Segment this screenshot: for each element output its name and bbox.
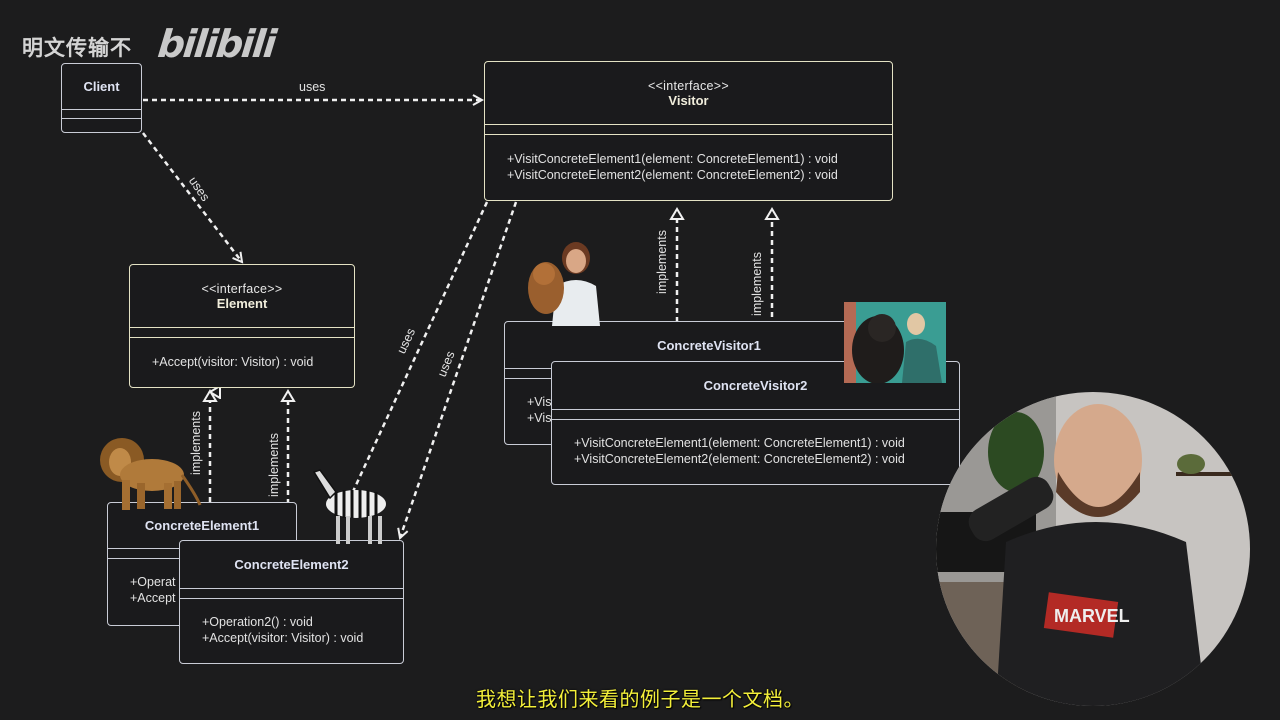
uses-arrow-client-element — [142, 132, 242, 262]
operation: +Accept(visitor: Visitor) : void — [152, 354, 314, 369]
label-ce2-implements: implements — [266, 433, 281, 497]
operation: +Operat — [130, 574, 176, 589]
presenter-webcam: MARVEL — [936, 392, 1250, 706]
interface-element[interactable]: <<interface>> Element +Accept(visitor: V… — [129, 264, 355, 388]
label-cv2-implements: implements — [749, 252, 764, 316]
operation: +VisitConcreteElement2(element: Concrete… — [574, 452, 905, 466]
operation: +Accept(visitor: Visitor) : void — [202, 631, 364, 645]
class-name: ConcreteElement2 — [234, 557, 349, 572]
class-name: ConcreteElement1 — [144, 518, 260, 533]
video-subtitle: 我想让我们来看的例子是一个文档。 — [476, 687, 804, 711]
operation: +Vis — [527, 411, 552, 425]
class-name: Visitor — [668, 92, 709, 108]
operation: +Operation2() : void — [202, 614, 313, 629]
interface-visitor[interactable]: <<interface>> Visitor +VisitConcreteElem… — [484, 61, 893, 201]
lion-image — [92, 435, 202, 515]
gorilla-with-keeper-image — [844, 302, 946, 383]
uses-arrow-visitor-ce2-b — [400, 201, 518, 538]
operation: +VisitConcreteElement1(element: Concrete… — [574, 435, 905, 450]
class-name: ConcreteVisitor2 — [703, 378, 808, 393]
label-cv1-implements: implements — [654, 230, 669, 294]
operation: +VisitConcreteElement2(element: Concrete… — [507, 168, 838, 182]
vet-with-dog-image — [526, 236, 600, 326]
operation: +Accept — [130, 591, 176, 605]
uses-arrow-visitor-ce2-a — [348, 201, 489, 499]
class-client[interactable]: Client — [61, 63, 142, 133]
class-name: ConcreteVisitor1 — [657, 337, 761, 353]
stereotype: <<interface>> — [201, 281, 283, 296]
svg-text:MARVEL: MARVEL — [1054, 606, 1130, 626]
label-client-visitor: uses — [299, 80, 326, 94]
operation: +Vis — [527, 394, 552, 409]
zebra-image — [306, 462, 390, 546]
class-concrete-element2[interactable]: ConcreteElement2 +Operation2() : void +A… — [179, 540, 404, 664]
class-name: Element — [216, 295, 268, 311]
class-name: Client — [83, 79, 120, 94]
operation: +VisitConcreteElement1(element: Concrete… — [507, 151, 838, 166]
watermark-text: 明文传输不 — [22, 36, 132, 60]
stereotype: <<interface>> — [647, 78, 730, 93]
